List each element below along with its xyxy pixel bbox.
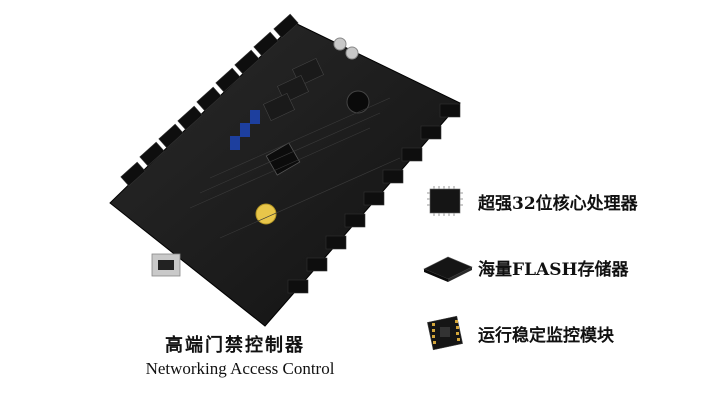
feature-label: 海量FLASH存储器 [478,260,629,280]
access-control-board-image [90,8,480,338]
feature-label: 运行稳定监控模块 [478,326,614,346]
feature-item: 超强32位核心处理器 [420,181,710,221]
flash-memory-chip-icon [423,256,473,282]
product-title-en: Networking Access Control [145,359,335,378]
feature-item: 海量FLASH存储器 [420,247,710,287]
feature-label: 超强32位核心处理器 [478,194,638,214]
monitor-module-icon [427,315,463,351]
feature-item: 运行稳定监控模块 [420,313,710,353]
product-title-cn: 高端门禁控制器 [165,335,305,356]
cpu-chip-icon [427,186,463,216]
